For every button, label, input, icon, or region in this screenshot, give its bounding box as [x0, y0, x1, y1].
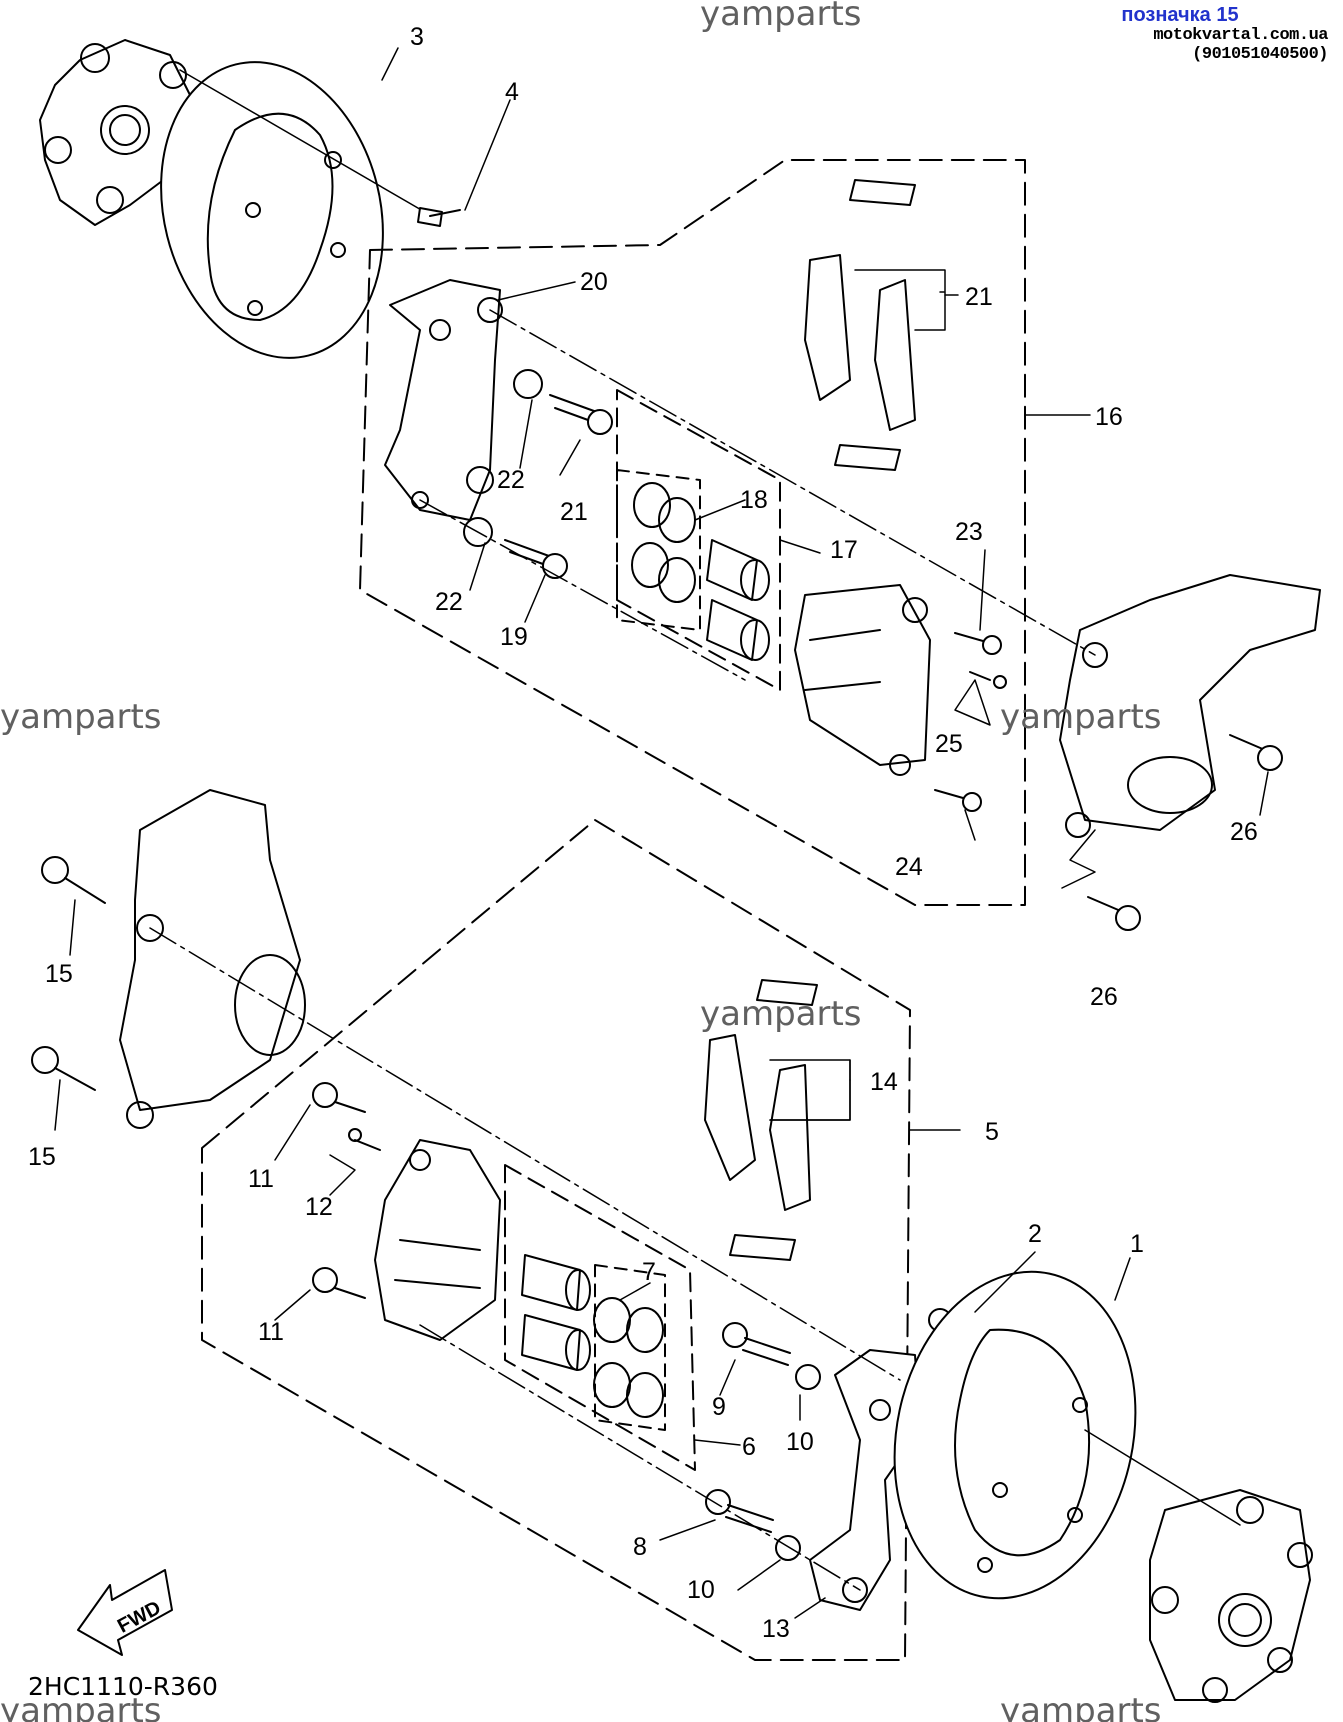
watermark-bottom-right: yamparts [1000, 1691, 1162, 1722]
callout-1: 1 [1130, 1230, 1144, 1258]
callout-2: 2 [1028, 1220, 1042, 1248]
callout-12: 12 [305, 1193, 333, 1221]
callout-4: 4 [505, 78, 519, 106]
watermark-mid: yamparts [700, 994, 862, 1034]
assembly-box-17 [616, 389, 781, 691]
disc-bolt-4 [417, 207, 461, 227]
callout-18: 18 [740, 486, 768, 514]
caliper-body-lower [374, 1139, 501, 1341]
wheel-hub-lower [1149, 1489, 1313, 1703]
watermark-top: yamparts [700, 0, 862, 34]
leader-lines [54, 47, 1269, 1619]
brake-disc-lower [893, 1270, 1137, 1600]
assembly-box-5 [201, 819, 911, 1661]
piston-seals-upper [631, 482, 696, 603]
watermark-bottom-left: yamparts [0, 1691, 162, 1722]
callout-15-b: 15 [28, 1143, 56, 1171]
callout-24: 20 [580, 268, 608, 296]
callout-25: 21 [965, 283, 993, 311]
watermark-left: yamparts [0, 697, 162, 737]
callout-21-b: 22 [435, 588, 463, 616]
callout-6: 6 [742, 1433, 756, 1461]
callout-21-a: 22 [497, 466, 525, 494]
callout-26-a: 26 [1230, 818, 1258, 846]
callout-11-b: 11 [258, 1318, 284, 1346]
watermark-right: yamparts [1000, 697, 1162, 737]
brake-disc-upper [160, 61, 384, 359]
knuckle-bolts-upper [1087, 734, 1283, 931]
callout-20: 21 [560, 498, 588, 526]
assembly-box-16 [359, 159, 1026, 906]
callout-13: 13 [762, 1615, 790, 1643]
header-site: motokvartal.com.ua (901051040500) [1153, 26, 1328, 64]
callout-10-a: 10 [786, 1428, 814, 1456]
caliper-bracket-lower [809, 1349, 921, 1611]
callout-11-a: 11 [248, 1165, 274, 1193]
header-label: позначка 15 [1121, 4, 1239, 26]
steering-knuckle-right [1059, 574, 1321, 838]
callout-22-a: 23 [955, 518, 983, 546]
assembly-box-6 [504, 1164, 696, 1471]
callout-16: 16 [1095, 403, 1123, 431]
caliper-body-upper [794, 584, 931, 776]
slide-pins-upper [463, 369, 613, 579]
callout-8: 8 [633, 1533, 647, 1561]
caliper-bracket-upper [384, 279, 503, 521]
caliper-bolts-lower [312, 1082, 381, 1299]
callout-22-b: 24 [895, 853, 923, 881]
pistons-lower [521, 1254, 591, 1371]
callout-7: 7 [642, 1258, 656, 1286]
piston-seals-lower [593, 1297, 664, 1418]
callout-17: 17 [830, 536, 858, 564]
callout-5: 5 [985, 1118, 999, 1146]
pistons-upper [706, 539, 770, 661]
callout-19: 19 [500, 623, 528, 651]
brake-pads-upper [804, 179, 916, 471]
fwd-arrow-icon [77, 1569, 173, 1656]
seal-box-7 [594, 1264, 666, 1431]
knuckle-bolts-lower [31, 856, 106, 1091]
callout-10-b: 10 [687, 1576, 715, 1604]
callout-23: 25 [935, 730, 963, 758]
slide-pins-lower [705, 1322, 821, 1561]
diagram-code: 2HC1110-R360 [28, 1672, 218, 1701]
caliper-bolts-upper [934, 632, 1007, 812]
brake-pads-lower [704, 979, 818, 1261]
callout-9: 9 [712, 1393, 726, 1421]
callout-14: 14 [870, 1068, 898, 1096]
callout-3: 3 [410, 23, 424, 51]
callout-15-a: 15 [45, 960, 73, 988]
callout-26-b: 26 [1090, 983, 1118, 1011]
seal-box-18 [616, 469, 701, 631]
steering-knuckle-left [119, 789, 306, 1129]
